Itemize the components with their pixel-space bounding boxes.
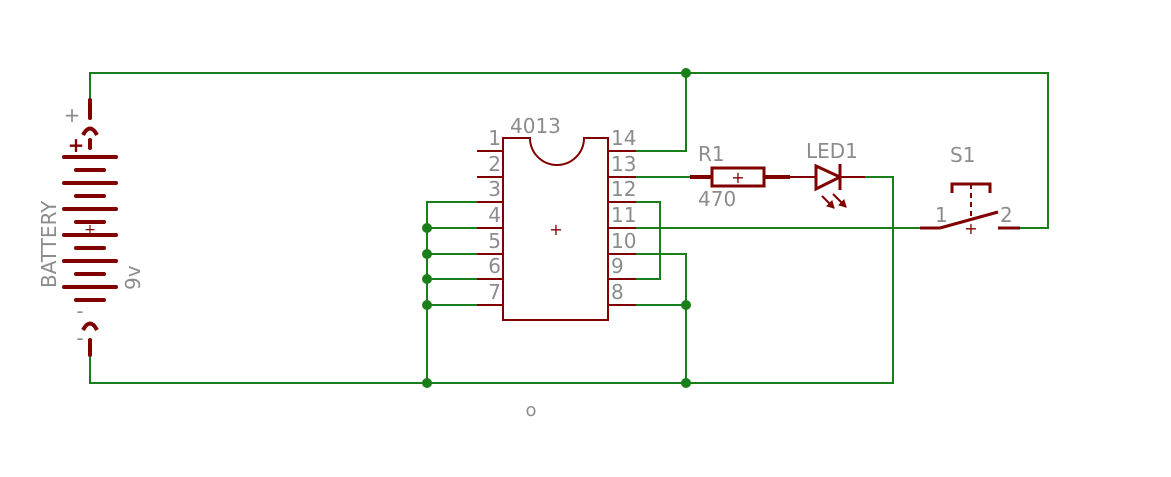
ic-pin-label: 7 bbox=[488, 280, 501, 304]
ic-pin-label: 14 bbox=[611, 126, 636, 150]
wire-pin12-pin9 bbox=[635, 201, 661, 280]
battery-minus-bottom-label: - bbox=[76, 326, 83, 350]
battery-plus-top-label: + bbox=[64, 103, 81, 127]
ic-pin-label: 8 bbox=[611, 280, 624, 304]
ic-pin-label: 2 bbox=[488, 152, 501, 176]
wire-led-ground bbox=[864, 176, 894, 384]
battery-symbol bbox=[62, 98, 118, 357]
junction-dot bbox=[681, 68, 691, 78]
resistor-name-label: R1 bbox=[698, 142, 725, 166]
battery-value-label: 9v bbox=[121, 265, 145, 290]
junction-dot bbox=[422, 378, 432, 388]
led-symbol bbox=[790, 163, 865, 209]
ic-pin-label: 11 bbox=[611, 203, 636, 227]
junction-dot bbox=[422, 249, 432, 259]
ic-pin-label: 13 bbox=[611, 152, 636, 176]
switch-pin2-label: 2 bbox=[1000, 203, 1013, 227]
junction-dot bbox=[422, 274, 432, 284]
wire-bottom-rail bbox=[89, 354, 894, 384]
ic-pin-label: 1 bbox=[488, 126, 501, 150]
battery-name-label: BATTERY bbox=[37, 200, 61, 288]
switch-origin-cross: + bbox=[964, 219, 977, 238]
ic-pin-label: 12 bbox=[611, 177, 636, 201]
battery-origin-cross: + bbox=[84, 222, 96, 238]
junction-dot bbox=[681, 300, 691, 310]
wire-pin14 bbox=[635, 72, 687, 152]
switch-s1-symbol bbox=[920, 182, 1020, 230]
battery-plus-bottom-label: + bbox=[68, 133, 85, 157]
resistor-value-label: 470 bbox=[698, 187, 736, 211]
junctions bbox=[422, 68, 691, 388]
resistor-r1-symbol bbox=[690, 166, 790, 188]
ic-pin-label: 9 bbox=[611, 254, 624, 278]
ic-origin-cross: + bbox=[549, 220, 562, 239]
ic-pin-label: 6 bbox=[488, 254, 501, 278]
junction-dot bbox=[422, 300, 432, 310]
canvas-origin-mark: o bbox=[525, 400, 536, 421]
ic-pin-label: 10 bbox=[611, 229, 636, 253]
ic-4013-body bbox=[477, 137, 636, 321]
led-name-label: LED1 bbox=[806, 139, 858, 163]
switch-name-label: S1 bbox=[950, 143, 975, 167]
wire-left-bus bbox=[426, 201, 478, 384]
ic-name-label: 4013 bbox=[510, 114, 561, 138]
ic-pin-label: 3 bbox=[488, 177, 501, 201]
wire-top-rail bbox=[89, 72, 1049, 229]
switch-pin1-label: 1 bbox=[935, 203, 948, 227]
ic-pin-label: 5 bbox=[488, 229, 501, 253]
ic-pin-label: 4 bbox=[488, 203, 501, 227]
resistor-origin-cross: + bbox=[731, 168, 744, 187]
junction-dot bbox=[681, 378, 691, 388]
wire-pin10 bbox=[635, 253, 687, 384]
wires bbox=[89, 72, 1049, 384]
battery-minus-top-label: - bbox=[76, 299, 83, 323]
junction-dot bbox=[422, 223, 432, 233]
